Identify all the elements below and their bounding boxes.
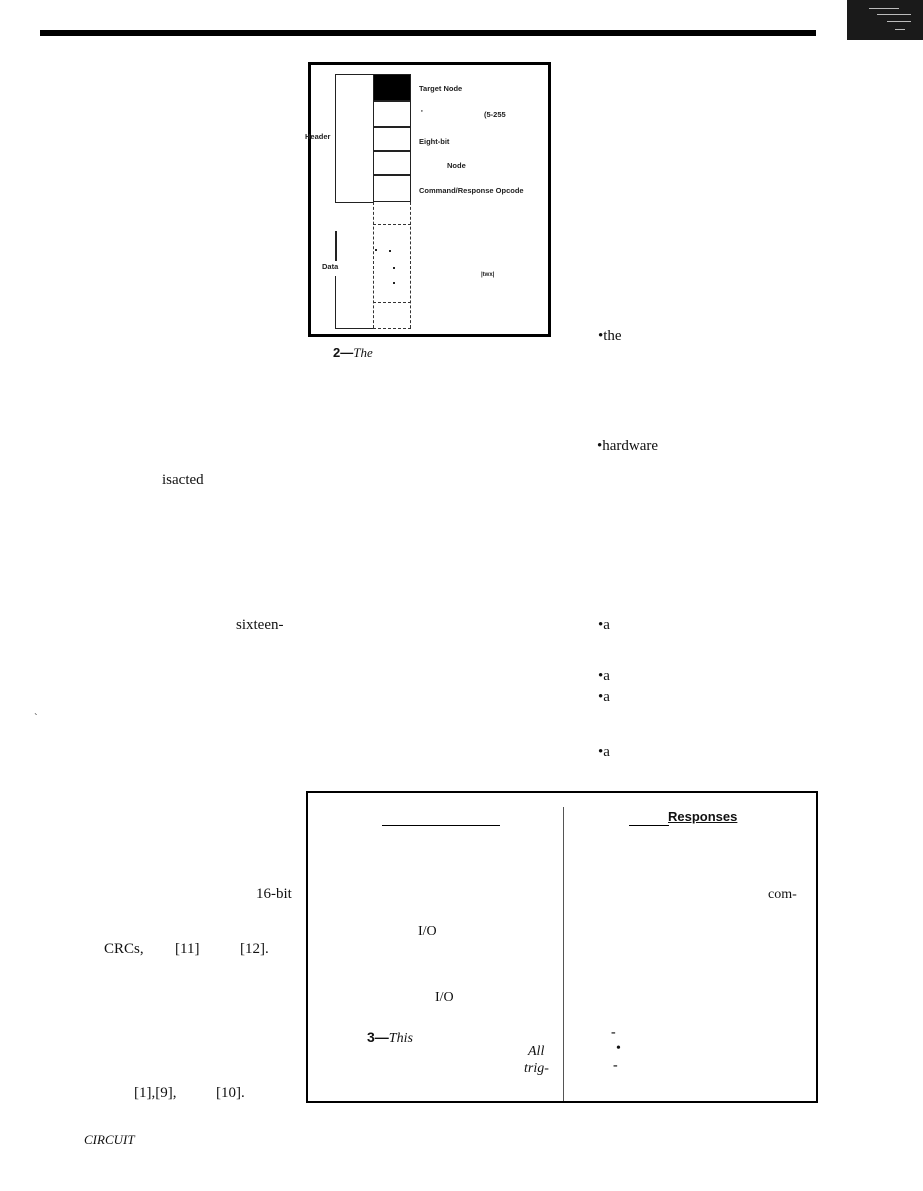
io-label-2: I/O [435,990,454,1005]
text-fragment-trig: trig- [524,1061,549,1076]
target-node-label: Target Node [419,84,463,93]
opcode-cell [373,175,411,202]
ellipsis-dot [375,249,377,251]
text-fragment-isacted: isacted [162,472,204,488]
text-fragment-16-bit: 16-bit [256,886,292,902]
figure-3-caption: 3—This [367,1029,413,1047]
list-mark-2: • [616,1041,621,1056]
figure-3-number: 3— [367,1029,389,1045]
eight-bit-label: Eight-bit [419,137,450,146]
reference-11: [11] [175,941,200,957]
footer-magazine-name: CIRCUIT [84,1132,135,1147]
bullet-a-3: •a [598,689,610,705]
bullet-a-4: •a [598,744,610,760]
text-fragment-sixteen: sixteen- [236,617,284,633]
target-node-cell [373,74,411,101]
data-cells-left-edge [373,202,374,328]
smudge-label: |twx| [481,272,495,278]
io-label-1: I/O [418,924,437,939]
figure-3-caption-text: This [388,1031,413,1046]
stray-mark: ` [34,712,38,724]
responses-heading: Responses [668,809,738,824]
ellipsis-dot [393,267,395,269]
tick-mark: ' [421,108,423,117]
header-label: Header [305,132,331,141]
text-fragment-com: com- [768,887,797,902]
data-bracket [335,231,337,261]
references-1-9: [1],[9], [134,1085,177,1101]
list-mark-3: - [613,1058,618,1073]
figure-2-caption-text: The [353,345,373,360]
bullet-a-1: •a [598,617,610,633]
figure-2-packet-diagram: Header Data Target Node ' (5-255 Eight-b… [305,62,551,337]
text-fragment-crcs: CRCs, [104,941,144,957]
range-label: (5-255 [484,110,506,119]
data-cells-right-edge [410,202,411,328]
reference-12: [12]. [240,941,269,957]
data-label: Data [322,262,339,271]
ellipsis-dot [393,282,395,284]
node-label: Node [447,161,466,170]
list-mark-1: - [611,1025,616,1040]
eight-bit-cell [373,127,411,151]
opcode-label: Command/Response Opcode [419,186,524,195]
top-rule [40,30,816,36]
figure-3-column-divider [563,807,564,1103]
ellipsis-dot [389,250,391,252]
figure-2-number: 2— [333,345,354,360]
text-fragment-all: All [528,1044,545,1059]
node-cell [373,151,411,175]
figure-3-bottom-rule [306,1101,818,1103]
reference-10: [10]. [216,1085,245,1101]
figure-3-command-table: Responses I/O I/O 3—This All trig- com- … [306,791,818,1103]
header-bracket [335,74,336,202]
commands-heading-underline [382,825,500,826]
figure-2-caption: 2—The [333,345,373,361]
length-cell [373,101,411,127]
bullet-a-2: •a [598,668,610,684]
corner-logo-mark [847,0,923,40]
bullet-hardware: •hardware [597,438,659,454]
bullet-the: •the [598,328,622,344]
